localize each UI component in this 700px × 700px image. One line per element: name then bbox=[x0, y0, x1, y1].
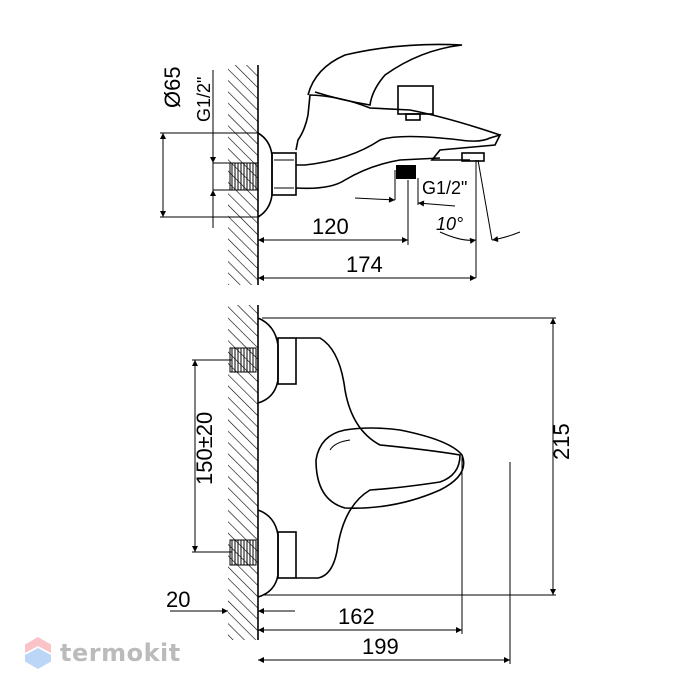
faucet-body bbox=[296, 337, 461, 579]
lever bbox=[307, 43, 463, 106]
outlet-thread bbox=[396, 165, 416, 179]
angle-label: 10° bbox=[436, 214, 463, 234]
diameter-label: Ø65 bbox=[160, 66, 185, 108]
height-label: 215 bbox=[549, 423, 574, 460]
inlet-thread-label: G1/2" bbox=[194, 77, 214, 122]
outlet-thread-label: G1/2" bbox=[422, 178, 467, 198]
side-view: Ø65 G1/2" G1/2" 10° 120 174 bbox=[160, 43, 521, 285]
total-depth-label: 174 bbox=[346, 252, 383, 277]
inlet-thread-upper bbox=[229, 347, 257, 373]
nut bbox=[271, 152, 297, 196]
outlet-width-label: 162 bbox=[338, 604, 375, 629]
watermark-logo: termokit bbox=[24, 636, 181, 670]
faucet-body bbox=[295, 133, 502, 190]
total-width-label: 199 bbox=[362, 634, 399, 659]
front-view: 215 150±20 20 162 199 bbox=[166, 305, 574, 664]
termokit-logo-icon bbox=[25, 637, 51, 669]
wall-flange bbox=[257, 132, 273, 218]
wall-offset-label: 20 bbox=[166, 587, 190, 612]
lever bbox=[315, 427, 465, 509]
inlet-thread-lower bbox=[229, 539, 257, 566]
center-distance-label: 150±20 bbox=[192, 412, 217, 485]
inlet-thread bbox=[229, 162, 257, 191]
brand-name: termokit bbox=[60, 639, 181, 667]
depth-to-outlet-label: 120 bbox=[312, 214, 349, 239]
nut-lower bbox=[277, 531, 297, 579]
nut-upper bbox=[277, 337, 297, 385]
